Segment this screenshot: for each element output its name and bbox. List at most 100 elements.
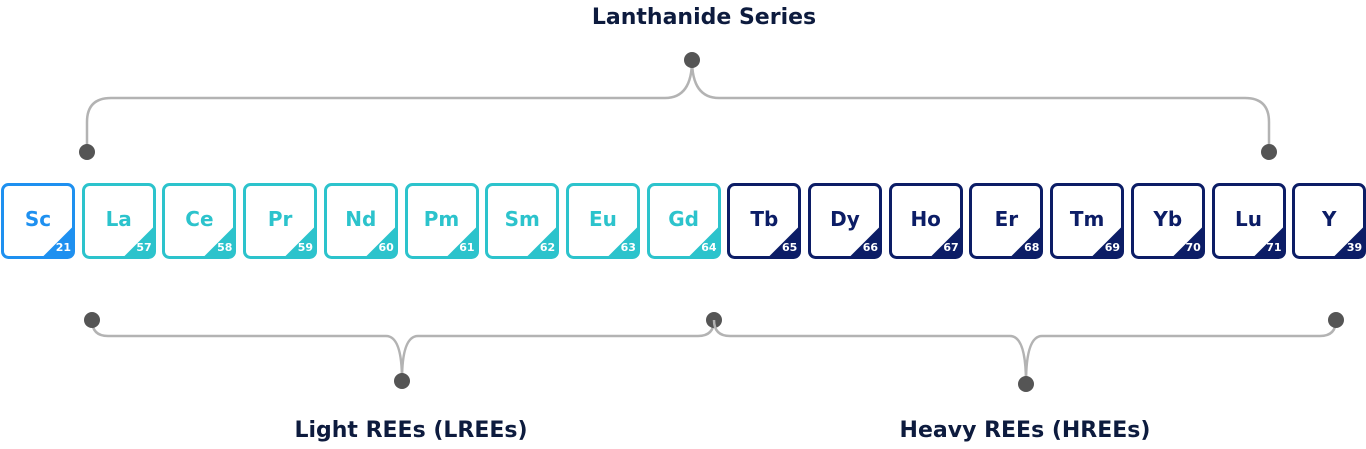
lanthanide-series-label: Lanthanide Series bbox=[591, 5, 817, 30]
tile-corner bbox=[42, 226, 74, 258]
tile-shape bbox=[81, 183, 156, 259]
tile-border bbox=[565, 183, 640, 259]
tile-shape bbox=[1050, 183, 1125, 259]
bracket-dot bbox=[1018, 376, 1034, 392]
tile-shape bbox=[1211, 183, 1286, 259]
tile-border bbox=[243, 183, 318, 259]
element-tile-pr: Pr 59 bbox=[243, 183, 318, 259]
tile-corner bbox=[1010, 226, 1042, 258]
tile-shape bbox=[1292, 183, 1366, 259]
tile-corner bbox=[445, 226, 477, 258]
element-symbol: Nd bbox=[345, 207, 377, 231]
element-symbol: Ce bbox=[185, 207, 214, 231]
element-tile-er: Er 68 bbox=[969, 183, 1044, 259]
element-symbol: Pr bbox=[267, 207, 293, 231]
atomic-number: 61 bbox=[459, 241, 475, 254]
tile-border bbox=[1050, 183, 1125, 259]
tile-shape bbox=[969, 183, 1044, 259]
bracket-dot bbox=[84, 312, 100, 328]
element-symbol: Y bbox=[1321, 207, 1337, 231]
tile-corner bbox=[122, 226, 155, 258]
tile-corner bbox=[1171, 226, 1204, 258]
tile-shape bbox=[485, 183, 560, 259]
atomic-number: 71 bbox=[1266, 241, 1282, 254]
tile-corner bbox=[1091, 226, 1123, 258]
element-symbol: Yb bbox=[1153, 207, 1183, 231]
heavy-ree-label: Heavy REEs (HREEs) bbox=[899, 418, 1151, 443]
atomic-number: 67 bbox=[943, 241, 959, 254]
tile-corner bbox=[606, 226, 639, 258]
tile-shape bbox=[243, 183, 318, 259]
tile-border bbox=[808, 183, 882, 259]
tile-shape bbox=[646, 183, 721, 259]
atomic-number: 58 bbox=[217, 241, 233, 254]
tile-border bbox=[81, 183, 156, 259]
atomic-number: 64 bbox=[701, 241, 717, 254]
tile-shape bbox=[1, 183, 75, 259]
element-symbol: Tb bbox=[750, 207, 779, 231]
atomic-number: 59 bbox=[297, 241, 314, 254]
element-symbol: La bbox=[105, 207, 132, 231]
tile-shape bbox=[162, 183, 237, 259]
tile-shape bbox=[404, 183, 479, 259]
atomic-number: 66 bbox=[862, 241, 878, 254]
element-symbol: Lu bbox=[1235, 207, 1262, 231]
lanthanide-bracket bbox=[85, 59, 1271, 152]
tile-border bbox=[646, 183, 721, 259]
bracket-dot bbox=[1261, 144, 1277, 160]
tile-border bbox=[1130, 183, 1205, 259]
tile-shape bbox=[727, 183, 802, 259]
tile-corner bbox=[284, 226, 316, 258]
element-symbol: Eu bbox=[588, 207, 617, 231]
element-tile-pm: Pm 61 bbox=[404, 183, 479, 259]
atomic-number: 60 bbox=[378, 241, 394, 254]
tile-border bbox=[1211, 183, 1286, 259]
element-symbol: Sm bbox=[504, 207, 540, 231]
tile-border bbox=[323, 183, 398, 259]
tile-corner bbox=[526, 226, 558, 258]
tile-border bbox=[404, 183, 479, 259]
element-tile-lu: Lu 71 bbox=[1211, 183, 1286, 259]
atomic-number: 21 bbox=[55, 241, 71, 254]
tile-border bbox=[969, 183, 1044, 259]
tile-corner bbox=[687, 226, 720, 258]
atomic-number: 39 bbox=[1346, 241, 1363, 254]
tile-border bbox=[727, 183, 802, 259]
tile-shape bbox=[565, 183, 640, 259]
element-symbol: Er bbox=[994, 207, 1019, 231]
element-symbol: Sc bbox=[24, 207, 52, 231]
atomic-number: 70 bbox=[1185, 241, 1201, 254]
element-symbol: Gd bbox=[668, 207, 699, 231]
tile-corner bbox=[768, 226, 800, 258]
tile-shape bbox=[1130, 183, 1205, 259]
tile-border bbox=[1, 183, 75, 259]
element-symbol: Pm bbox=[423, 207, 460, 231]
tile-border bbox=[1292, 183, 1366, 259]
bracket-dot bbox=[394, 373, 410, 389]
element-tile-y: Y 39 bbox=[1292, 183, 1366, 259]
tile-border bbox=[888, 183, 963, 259]
light-ree-bracket bbox=[90, 319, 716, 381]
element-tile-sm: Sm 62 bbox=[485, 183, 560, 259]
tile-shape bbox=[808, 183, 882, 259]
bracket-dot bbox=[79, 144, 95, 160]
tile-border bbox=[162, 183, 237, 259]
atomic-number: 62 bbox=[539, 241, 556, 254]
tile-shape bbox=[888, 183, 963, 259]
atomic-number: 68 bbox=[1024, 241, 1040, 254]
heavy-ree-bracket bbox=[712, 319, 1338, 384]
bracket-dot bbox=[684, 52, 700, 68]
